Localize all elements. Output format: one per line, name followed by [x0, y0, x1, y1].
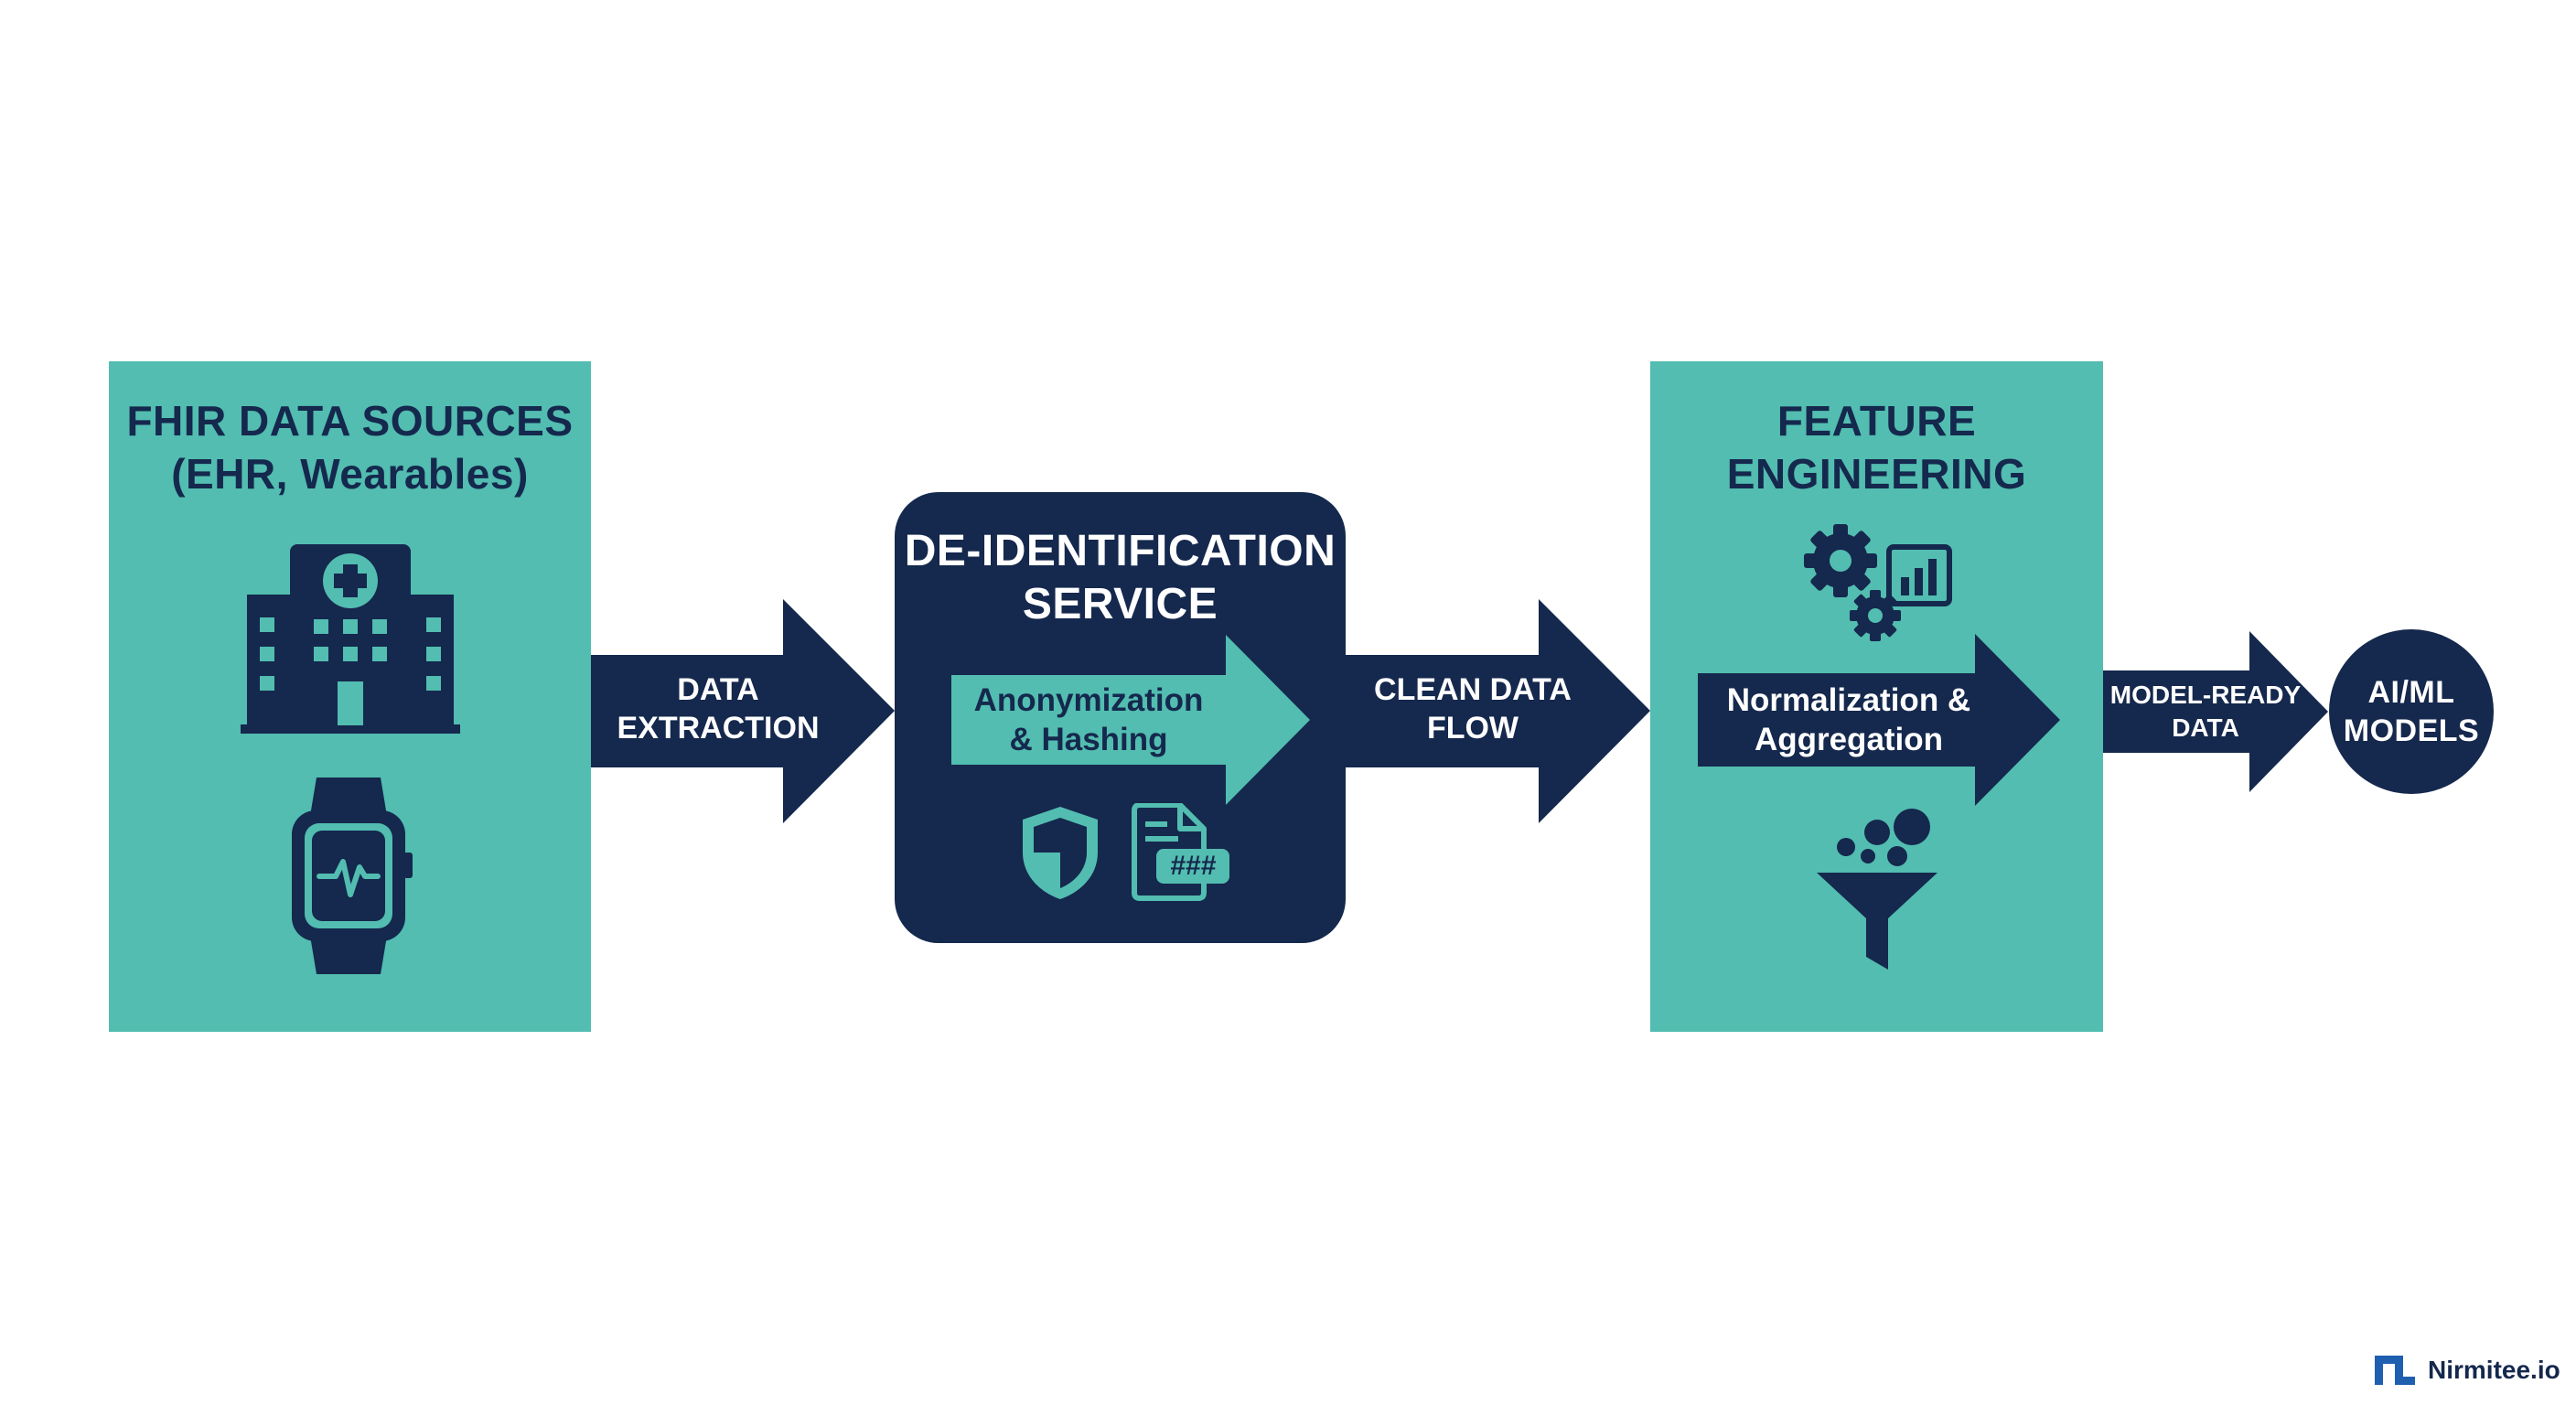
data-extraction-arrow — [591, 599, 895, 823]
feature-engineering-title: FEATURE ENGINEERING — [1650, 394, 2103, 500]
brand-name: Nirmitee.io — [2428, 1356, 2560, 1384]
clean-data-flow-line1: CLEAN DATA — [1374, 672, 1572, 707]
bar-chart-icon — [1886, 544, 1952, 606]
smartwatch-icon — [292, 778, 413, 974]
model-ready-line2: DATA — [2172, 713, 2239, 742]
nirmitee-logo-icon — [2375, 1356, 2415, 1385]
hashed-document-icon — [1132, 803, 1229, 901]
fhir-data-sources-title: FHIR DATA SOURCES (EHR, Wearables) — [109, 394, 591, 500]
normalization-label: Normalization & Aggregation — [1698, 675, 2000, 765]
data-extraction-line1: DATA — [677, 672, 759, 707]
fhir-title-line2: (EHR, Wearables) — [171, 450, 529, 498]
feature-engineering-panel: FEATURE ENGINEERING — [1650, 361, 2103, 1032]
clean-data-flow-label: CLEAN DATA FLOW — [1354, 668, 1592, 750]
shield-icon — [1023, 807, 1098, 899]
hash-text: ### — [1169, 851, 1217, 881]
normalization-line2: Aggregation — [1754, 722, 1944, 757]
anonymization-label: Anonymization & Hashing — [951, 675, 1226, 765]
feature-title-line2: ENGINEERING — [1726, 450, 2027, 498]
models-line1: AI/ML — [2367, 675, 2455, 710]
feature-title-line1: FEATURE — [1776, 397, 1977, 445]
fhir-title-line1: FHIR DATA SOURCES — [126, 397, 574, 445]
deidentification-service-panel: DE-IDENTIFICATION SERVICE Anonymization … — [895, 492, 1346, 943]
anonymization-arrow — [951, 635, 1310, 805]
normalization-arrow — [1698, 634, 2060, 806]
models-line2: MODELS — [2343, 713, 2480, 748]
anonymization-line2: & Hashing — [1009, 722, 1168, 757]
hospital-icon — [241, 544, 460, 734]
brand-logo: Nirmitee.io — [2373, 1352, 2560, 1389]
clean-data-flow-line2: FLOW — [1426, 711, 1519, 745]
deid-title-line2: SERVICE — [1022, 580, 1218, 628]
model-ready-data-arrow — [2103, 631, 2328, 792]
anonymization-line1: Anonymization — [973, 682, 1204, 718]
deidentification-title: DE-IDENTIFICATION SERVICE — [895, 525, 1346, 631]
fhir-data-sources-panel: FHIR DATA SOURCES (EHR, Wearables) — [109, 361, 591, 1032]
deid-title-line1: DE-IDENTIFICATION — [904, 527, 1336, 575]
ai-ml-models-node: AI/ML MODELS — [2329, 629, 2494, 794]
data-extraction-line2: EXTRACTION — [617, 711, 820, 745]
model-ready-line1: MODEL-READY — [2109, 681, 2302, 709]
normalization-line1: Normalization & — [1726, 682, 1971, 718]
funnel-icon — [1817, 809, 1937, 970]
data-extraction-label: DATA EXTRACTION — [604, 668, 832, 750]
gears-icon — [1804, 524, 1901, 641]
clean-data-flow-arrow — [1346, 599, 1650, 823]
model-ready-data-label: MODEL-READY DATA — [2106, 677, 2305, 746]
